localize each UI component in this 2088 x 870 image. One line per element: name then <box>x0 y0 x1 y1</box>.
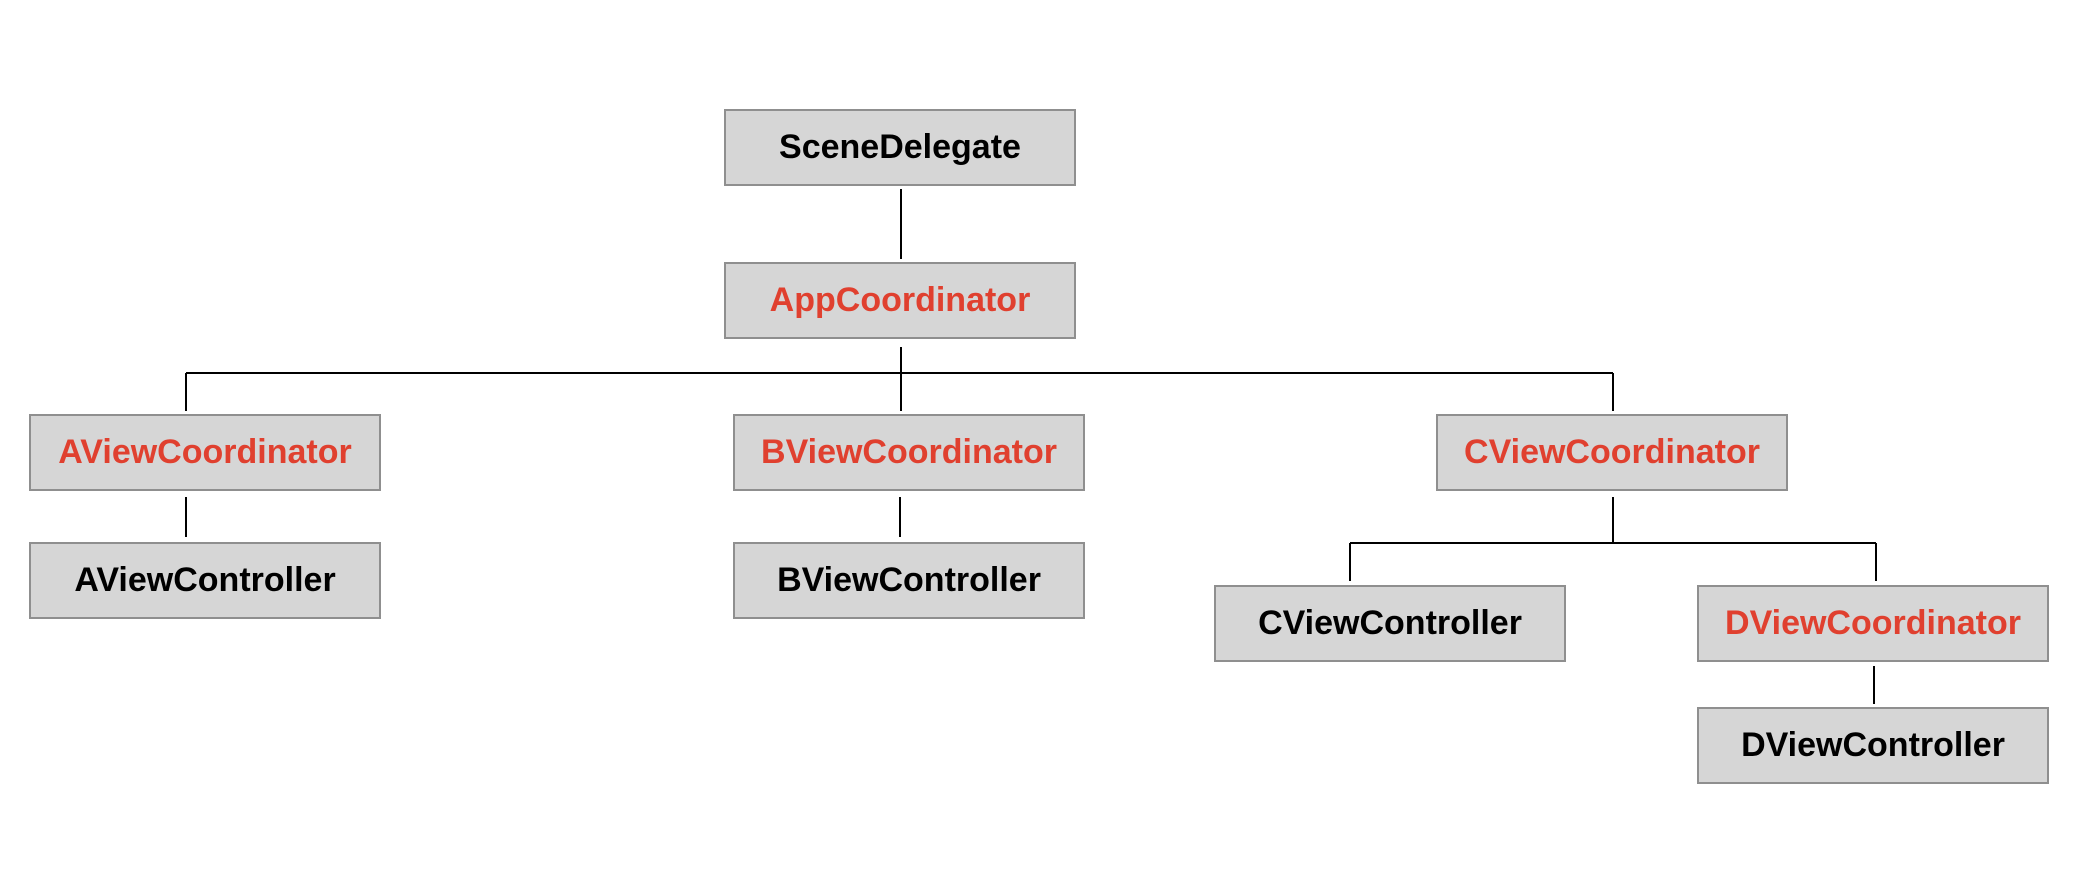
node-label: AViewCoordinator <box>58 433 352 471</box>
node-label: BViewCoordinator <box>761 433 1057 471</box>
node-label: DViewCoordinator <box>1725 604 2021 642</box>
node-d-view-controller: DViewController <box>1697 707 2049 784</box>
node-a-view-controller: AViewController <box>29 542 381 619</box>
node-b-view-controller: BViewController <box>733 542 1085 619</box>
node-c-view-controller: CViewController <box>1214 585 1566 662</box>
node-label: DViewController <box>1741 726 2005 764</box>
node-scene-delegate: SceneDelegate <box>724 109 1076 186</box>
node-app-coordinator: AppCoordinator <box>724 262 1076 339</box>
node-d-view-coordinator: DViewCoordinator <box>1697 585 2049 662</box>
node-a-view-coordinator: AViewCoordinator <box>29 414 381 491</box>
node-label: SceneDelegate <box>779 128 1021 166</box>
node-label: AppCoordinator <box>769 281 1031 319</box>
node-c-view-coordinator: CViewCoordinator <box>1436 414 1788 491</box>
node-label: BViewController <box>777 561 1041 599</box>
node-label: CViewController <box>1258 604 1522 642</box>
node-b-view-coordinator: BViewCoordinator <box>733 414 1085 491</box>
node-label: AViewController <box>74 561 336 599</box>
node-label: CViewCoordinator <box>1464 433 1760 471</box>
